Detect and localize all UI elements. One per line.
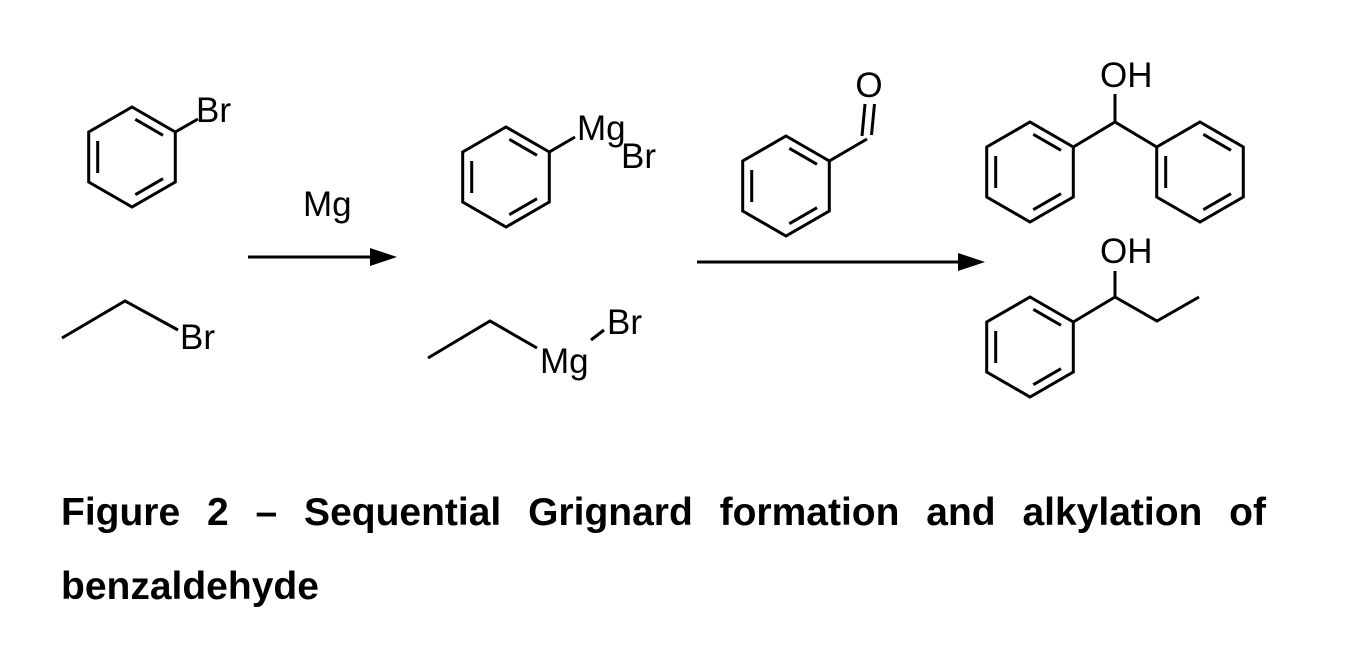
molecule-ethyl-bromide: Br <box>61 299 215 357</box>
c-mg-bond <box>548 135 576 154</box>
ethyl-chain <box>1114 295 1200 323</box>
benzene-ring <box>87 105 177 209</box>
molecule-bromobenzene: Br <box>87 91 231 209</box>
molecule-ethylmagnesium-bromide: Mg Br <box>427 303 642 381</box>
reaction-arrow-2 <box>697 253 985 271</box>
br-label: Br <box>607 303 642 342</box>
arrow-head-icon <box>958 253 985 271</box>
molecule-phenylmagnesium-bromide: Mg Br <box>461 109 656 229</box>
benzene-ring <box>985 295 1075 399</box>
c-br-bond <box>174 117 199 134</box>
benzene-ring <box>741 134 831 238</box>
molecule-diphenylmethanol: OH <box>985 56 1245 224</box>
benzene-ring <box>985 120 1075 224</box>
br-label: Br <box>621 137 656 176</box>
br-label: Br <box>180 318 215 357</box>
methine-bonds <box>1072 120 1158 149</box>
oh-label: OH <box>1100 232 1153 271</box>
molecule-phenylpropanol: OH <box>985 232 1200 399</box>
c-o-double-bond <box>860 103 867 137</box>
mg-br-bond <box>590 328 605 342</box>
arrow-head-icon <box>370 248 397 266</box>
ethyl-chain <box>61 299 179 340</box>
c-o-double-bond <box>870 103 876 136</box>
mg-label: Mg <box>540 342 589 381</box>
mg-label: Mg <box>577 109 626 148</box>
o-label: O <box>855 66 882 105</box>
c-c-bond <box>828 137 868 163</box>
c-c-bond <box>1072 295 1116 324</box>
benzene-ring <box>461 125 551 229</box>
figure-caption-line-2: benzaldehyde <box>61 565 319 608</box>
mg-reagent-label: Mg <box>303 185 352 224</box>
figure-caption-line-1: Figure 2 – Sequential Grignard formation… <box>61 491 1266 534</box>
oh-label: OH <box>1100 56 1153 95</box>
benzene-ring <box>1155 120 1245 224</box>
figure-caption: Figure 2 – Sequential Grignard formation… <box>61 476 1266 624</box>
br-label: Br <box>196 91 231 130</box>
ethyl-chain <box>427 319 538 360</box>
reaction-arrow-1: Mg <box>248 185 397 266</box>
molecule-benzaldehyde: O <box>741 66 883 238</box>
